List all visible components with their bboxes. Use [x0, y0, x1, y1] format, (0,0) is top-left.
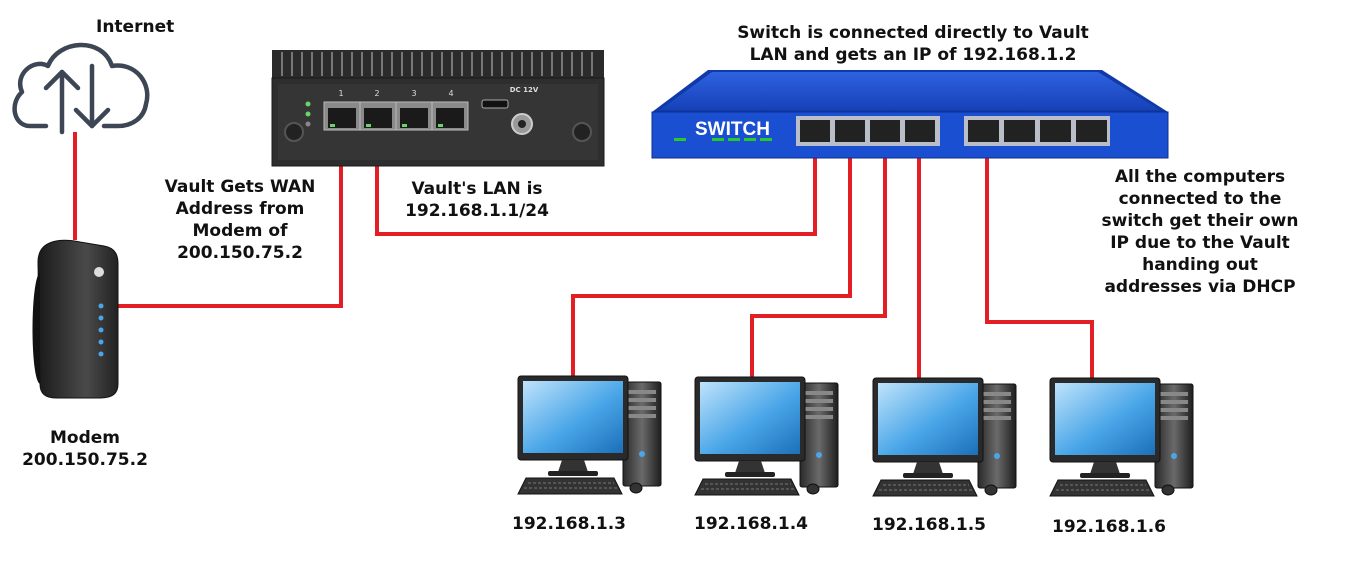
cable-switch-pc2 — [750, 130, 887, 380]
computers-note: All the computers connected to the switc… — [1101, 167, 1299, 297]
computer-1 — [517, 375, 662, 495]
network-switch — [651, 70, 1169, 159]
vault-port-2-label: 2 — [374, 89, 379, 98]
computer-3 — [872, 377, 1017, 497]
vault-port-4-label: 4 — [448, 89, 453, 98]
cable-modem-vault-wan — [112, 118, 343, 308]
cable-switch-pc1 — [571, 130, 852, 378]
vault-power-label: DC 12V — [510, 86, 539, 94]
cable-modem — [32, 239, 119, 399]
switch-label: SWITCH — [695, 119, 770, 140]
network-cables — [73, 118, 1094, 380]
vault-port-3-label: 3 — [411, 89, 416, 98]
computer-1-ip: 192.168.1.3 — [512, 514, 627, 534]
vault-port-1-label: 1 — [338, 89, 343, 98]
switch-note: Switch is connected directly to Vault LA… — [737, 23, 1089, 65]
cable-vault-lan-switch — [375, 120, 817, 236]
vault-wan-note: Vault Gets WAN Address from Modem of 200… — [164, 177, 316, 263]
vault-router — [271, 50, 605, 167]
internet-label: Internet — [96, 17, 175, 37]
computer-3-ip: 192.168.1.5 — [872, 515, 987, 535]
computer-2 — [694, 376, 839, 496]
cable-switch-pc4 — [985, 130, 1094, 380]
vault-lan-note: Vault's LAN is 192.168.1.1/24 — [405, 179, 549, 221]
computer-4-ip: 192.168.1.6 — [1052, 517, 1167, 537]
cloud-upload-download-icon — [12, 42, 150, 135]
modem-label: Modem 200.150.75.2 — [22, 428, 148, 470]
computer-2-ip: 192.168.1.4 — [694, 514, 809, 534]
computer-4 — [1049, 377, 1194, 497]
